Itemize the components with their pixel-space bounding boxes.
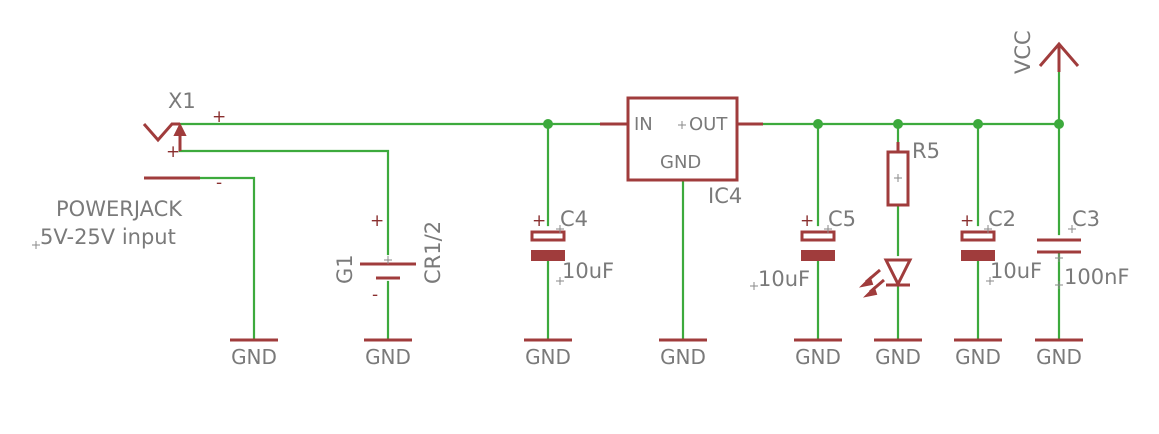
ic4-pin-in: IN	[634, 114, 653, 135]
led	[858, 258, 913, 298]
gnd-label: GND	[875, 345, 921, 369]
c4-plus: +	[532, 211, 546, 231]
wire-jack-to-battery	[178, 149, 390, 256]
jack-arrow-icon	[173, 122, 187, 136]
power-jack-x1: X1 + + - POWERJACK 5V-25V input	[32, 89, 226, 249]
x1-pin-plus-top: +	[212, 107, 226, 127]
c5-plus: +	[800, 211, 814, 231]
junction-dot	[543, 119, 553, 129]
gnd-label: GND	[231, 345, 277, 369]
jack-contact-symbol	[142, 122, 180, 143]
gnd-label: GND	[1036, 345, 1082, 369]
capacitor-c5: + C5 10uF	[750, 207, 856, 291]
led-ray-arrow-1	[858, 276, 874, 288]
gnd-label: GND	[365, 345, 411, 369]
origin-cross	[678, 121, 686, 129]
x1-pin-minus: -	[216, 173, 222, 193]
origin-cross	[750, 282, 758, 290]
junction-dot	[973, 119, 983, 129]
c2-plate-negative	[961, 250, 995, 261]
junction-dot	[1054, 119, 1064, 129]
gnd-label: GND	[525, 345, 571, 369]
vcc-supply-symbol: VCC	[1011, 30, 1080, 74]
ground-symbols: GND GND GND GND GND GND GND GND	[230, 338, 1083, 369]
g1-value: CR1/2	[421, 221, 445, 284]
c2-plus: +	[960, 211, 974, 231]
capacitor-c3: C3 100nF	[1037, 207, 1129, 289]
regulator-ic4: IN OUT GND IC4	[600, 96, 763, 208]
x1-label: X1	[168, 89, 196, 113]
battery-g1: + - G1 CR1/2	[333, 211, 445, 305]
capacitor-c2: + C2 10uF	[960, 207, 1042, 285]
origin-cross	[986, 277, 994, 285]
origin-cross	[1055, 254, 1063, 262]
gnd-label: GND	[660, 345, 706, 369]
c2-label: C2	[988, 207, 1016, 231]
wires	[178, 70, 1061, 340]
junction-dot	[813, 119, 823, 129]
ic4-body	[626, 96, 739, 182]
led-triangle	[883, 258, 913, 288]
c3-label: C3	[1072, 207, 1100, 231]
origin-cross	[556, 225, 564, 233]
g1-minus: -	[372, 285, 378, 305]
resistor-r5: R5	[886, 139, 940, 207]
x1-pin-plus-mid: +	[166, 142, 180, 162]
origin-cross	[824, 225, 832, 233]
g1-label: G1	[333, 254, 357, 284]
origin-cross	[984, 225, 992, 233]
c5-plate-negative	[801, 250, 835, 261]
origin-cross	[894, 174, 902, 182]
c5-plate-positive	[800, 230, 836, 242]
c4-plate-negative	[531, 250, 565, 261]
c5-value: 10uF	[758, 267, 810, 291]
origin-cross	[556, 277, 564, 285]
c4-label: C4	[560, 207, 588, 231]
c4-plate-positive	[530, 230, 566, 242]
c4-value: 10uF	[562, 259, 614, 283]
gnd-label: GND	[955, 345, 1001, 369]
g1-plus: +	[370, 211, 384, 231]
vcc-label: VCC	[1011, 30, 1035, 74]
origin-cross	[1068, 225, 1076, 233]
x1-desc-voltage: 5V-25V input	[40, 225, 176, 249]
gnd-label: GND	[795, 345, 841, 369]
capacitor-c4: + C4 10uF	[530, 207, 614, 285]
ic4-pin-gnd: GND	[660, 152, 701, 173]
c3-value: 100nF	[1064, 265, 1129, 289]
origin-cross	[32, 241, 40, 249]
ic4-pin-out: OUT	[689, 114, 728, 135]
junctions	[543, 119, 1064, 129]
wire-jack-to-gnd	[198, 176, 256, 340]
c5-label: C5	[828, 207, 856, 231]
c2-value: 10uF	[990, 259, 1042, 283]
x1-desc-powerjack: POWERJACK	[56, 197, 183, 221]
r5-label: R5	[912, 139, 940, 163]
ic4-label: IC4	[708, 184, 742, 208]
origin-cross	[1055, 281, 1063, 289]
led-ray-arrow-2	[862, 286, 878, 298]
origin-cross	[384, 256, 392, 264]
c2-plate-positive	[960, 230, 996, 242]
junction-dot	[893, 119, 903, 129]
